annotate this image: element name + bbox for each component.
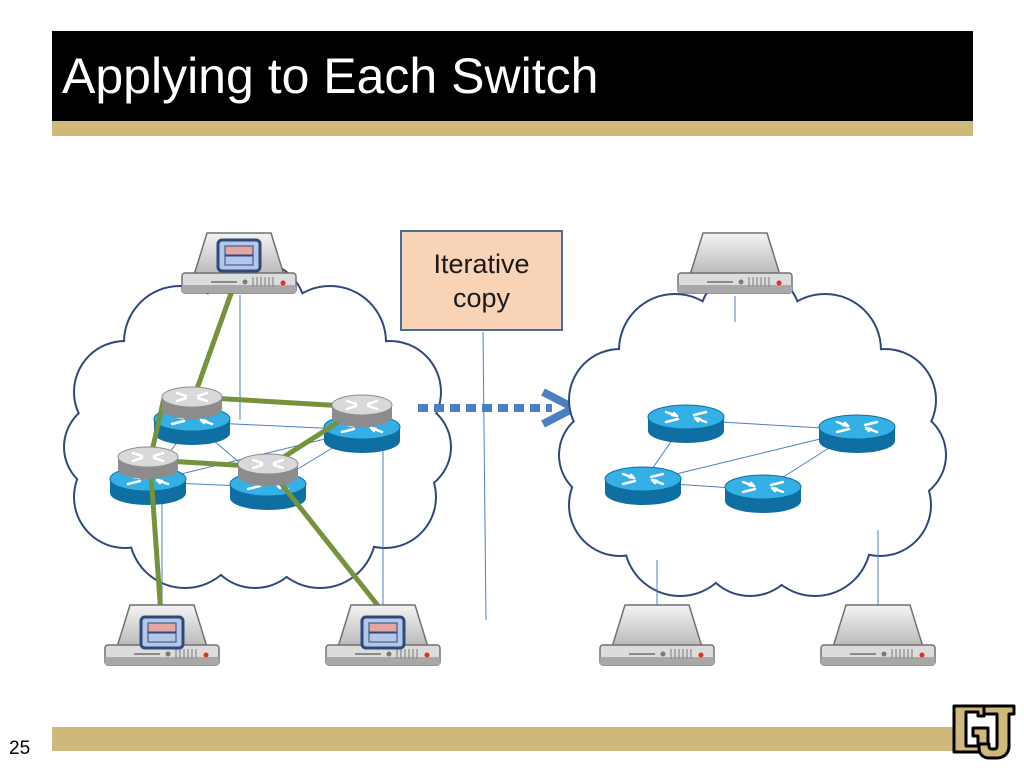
title-bar: Applying to Each Switch bbox=[52, 31, 973, 121]
page-number: 25 bbox=[9, 738, 31, 759]
footer-rule bbox=[52, 727, 957, 751]
packet-icon bbox=[139, 615, 185, 650]
left-network bbox=[63, 232, 452, 666]
right-server-icon bbox=[599, 604, 715, 666]
slide-title: Applying to Each Switch bbox=[62, 48, 599, 104]
left-router-icon bbox=[160, 385, 224, 421]
left-router-icon bbox=[116, 445, 180, 481]
right-server-icon bbox=[820, 604, 936, 666]
right-switch-icon bbox=[603, 465, 683, 507]
right-switch-icon bbox=[646, 403, 726, 445]
left-router-icon bbox=[236, 452, 300, 488]
right-network bbox=[558, 232, 947, 666]
callout-line-2: copy bbox=[452, 282, 511, 313]
right-switch-icon bbox=[723, 473, 803, 515]
left-router-icon bbox=[330, 393, 394, 429]
right-switch-icon bbox=[817, 413, 897, 455]
title-underline bbox=[52, 121, 973, 136]
packet-icon bbox=[360, 615, 406, 650]
packet-icon bbox=[216, 238, 262, 273]
divider-line bbox=[482, 331, 487, 621]
right-server-icon bbox=[677, 232, 793, 294]
callout-line-1: Iterative bbox=[433, 248, 530, 279]
cu-logo-icon bbox=[952, 704, 1016, 760]
iterative-copy-callout: Iterative copy bbox=[400, 230, 563, 331]
